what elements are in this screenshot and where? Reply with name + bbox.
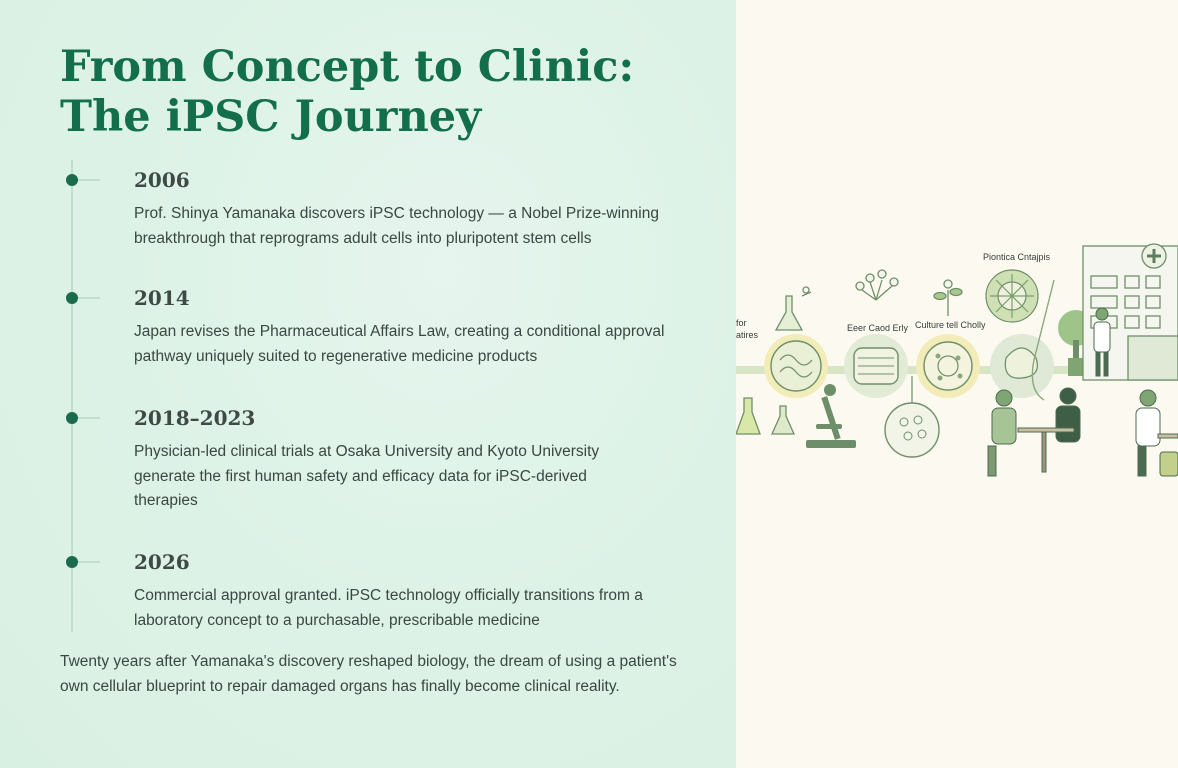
microscope-icon [806,384,856,448]
timeline-year: 2014 [134,286,190,310]
closing-paragraph: Twenty years after Yamanaka's discovery … [60,653,677,695]
page-title: From Concept to Clinic: The iPSC Journey [60,42,635,142]
timeline-year: 2006 [134,168,190,192]
illustration-label: Culture tell Cholly [915,320,986,330]
timeline-description: Prof. Shinya Yamanaka discovers iPSC tec… [134,205,659,247]
partial-label: for [736,318,747,328]
timeline-tick [78,179,100,181]
illustration-label: Piontica Cntajpis [983,252,1051,262]
sprout-icon [933,279,963,316]
timeline-line [71,160,73,632]
cluster-icon [855,269,899,301]
timeline-tick [78,417,100,419]
timeline-year: 2026 [134,550,190,574]
timeline-tick [78,561,100,563]
consultation-scene [987,387,1081,477]
doctor-figure [1135,389,1178,477]
timeline-dot [66,174,78,186]
doctor-figure [1093,307,1111,377]
timeline-description: Japan revises the Pharmaceutical Affairs… [134,323,665,365]
timeline-description: Physician-led clinical trials at Osaka U… [134,443,600,509]
illustration-label: Eeer Caod Erly [847,323,909,333]
flower-icon [985,269,1039,323]
timeline-tick [78,297,100,299]
timeline-year: 2018–2023 [134,406,256,430]
timeline-dot [66,292,78,304]
flask-icon [774,286,812,331]
timeline-dot [66,412,78,424]
content-panel: From Concept to Clinic: The iPSC Journey… [0,0,736,768]
research-to-clinic-illustration: for atires Eeer Caod Erly Culture tell C… [736,243,1178,477]
timeline-description: Commercial approval granted. iPSC techno… [134,587,643,629]
partial-label: atires [736,330,759,340]
timeline-dot [66,556,78,568]
flask-icon [736,397,796,435]
petri-dish-icon [884,402,940,458]
vine [1031,279,1055,401]
